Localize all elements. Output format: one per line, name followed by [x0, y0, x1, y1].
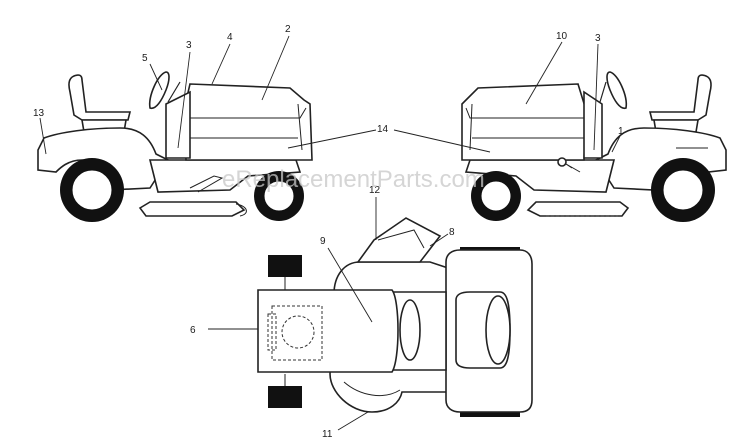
leader-10	[525, 41, 563, 105]
right-mower-deck	[526, 201, 630, 217]
right-steering-column	[599, 81, 607, 103]
callout-10: 10	[556, 31, 568, 42]
top-decal-square	[271, 305, 323, 361]
right-seat	[648, 74, 712, 121]
callout-labels: 13 5 3 4 2 14 10 3 1 12 8 9 6 11	[33, 24, 624, 440]
leader-3-left	[177, 51, 191, 149]
leader-13	[39, 117, 47, 155]
left-side-tractor	[37, 71, 313, 222]
callout-9: 9	[320, 236, 326, 247]
leader-2	[261, 35, 290, 101]
right-shift-knob	[557, 157, 567, 167]
left-front-rim	[263, 180, 295, 212]
leader-1	[611, 135, 621, 153]
right-dash-tower	[583, 90, 603, 159]
top-hood	[257, 289, 399, 373]
top-chute-line	[377, 229, 425, 249]
leader-9	[327, 247, 373, 323]
callout-1: 1	[618, 126, 624, 137]
leader-14-right	[393, 129, 491, 153]
callout-5: 5	[142, 53, 148, 64]
callout-6: 6	[190, 325, 196, 336]
left-mower-deck	[138, 201, 246, 217]
left-steering-column	[167, 81, 181, 103]
leader-3-right	[593, 43, 599, 151]
left-dash-tower	[165, 90, 191, 159]
left-steering-wheel	[148, 71, 170, 110]
left-seat	[68, 74, 132, 121]
right-side-tractor	[461, 71, 727, 222]
leader-5	[149, 63, 163, 91]
leader-4	[211, 43, 231, 85]
top-front-tire-lower	[268, 386, 302, 408]
leader-8	[429, 233, 449, 247]
left-deck-chute	[235, 203, 247, 217]
callout-8: 8	[449, 227, 455, 238]
top-deck-curve	[343, 381, 401, 396]
left-rear-rim	[71, 169, 113, 211]
leader-lines	[39, 35, 621, 431]
leader-11	[337, 411, 369, 431]
right-rear-rim	[662, 169, 704, 211]
left-lift-lever	[189, 175, 224, 193]
watermark-text: eReplacementParts.com	[222, 166, 485, 193]
callout-3-left: 3	[186, 40, 192, 51]
top-steering-wheel	[399, 299, 421, 361]
callout-11: 11	[322, 429, 333, 440]
callout-4: 4	[227, 32, 233, 43]
top-discharge-chute	[356, 217, 442, 263]
left-hood	[183, 83, 313, 161]
left-grill-line	[297, 103, 303, 151]
callout-12: 12	[369, 185, 381, 196]
callout-3-right: 3	[595, 33, 601, 44]
top-front-tire-upper	[268, 255, 302, 277]
right-front-rim	[480, 180, 512, 212]
top-decal-circle	[281, 315, 315, 349]
right-shift-rod	[565, 163, 581, 173]
top-seat-back	[485, 295, 511, 365]
right-grill-line	[469, 103, 473, 151]
top-view-tractor	[257, 217, 533, 417]
right-steering-wheel	[606, 71, 628, 110]
right-hood-line	[465, 107, 584, 119]
callout-2: 2	[285, 24, 291, 35]
top-decal-tab	[267, 313, 277, 351]
right-hood	[461, 83, 587, 161]
callout-14: 14	[377, 124, 389, 135]
left-hood-line	[186, 107, 307, 119]
callout-13: 13	[33, 108, 45, 119]
leader-14-left	[287, 129, 377, 149]
